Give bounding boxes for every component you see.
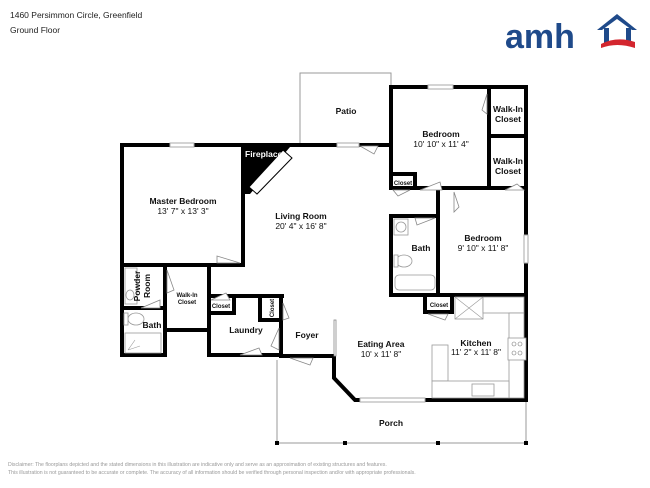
- bedroom2-label: Bedroom: [464, 233, 502, 243]
- bedroom1-dims: 10' 10" x 11' 4": [413, 139, 468, 149]
- bath2-label: Bath: [412, 243, 431, 253]
- powder-room-label-line1: Powder: [132, 270, 142, 301]
- master-bedroom-dims: 13' 7" x 13' 3": [157, 206, 208, 216]
- bedroom2-dims: 9' 10" x 11' 8": [458, 243, 509, 253]
- kitchen-label: Kitchen: [460, 338, 491, 348]
- porch-outline: [276, 360, 527, 444]
- house-roof-icon: [597, 14, 637, 30]
- window: [523, 234, 529, 264]
- foyer-label: Foyer: [295, 330, 319, 340]
- walkin1-label-line2: Closet: [495, 114, 521, 124]
- fireplace-label: Fireplace: [245, 149, 283, 159]
- bedroom1-label: Bedroom: [422, 129, 460, 139]
- walkin-master-label-line2: Closet: [178, 300, 196, 306]
- kitchen-dims: 11' 2" x 11' 8": [451, 347, 501, 357]
- window: [336, 142, 360, 148]
- eating-area-label: Eating Area: [358, 339, 405, 349]
- swoosh-icon: [601, 39, 635, 48]
- walkin2-label-line1: Walk-In: [493, 156, 523, 166]
- closet-k-label: Closet: [430, 303, 448, 309]
- disclaimer-line1: Disclaimer: The floorplans depicted and …: [8, 462, 387, 468]
- master-bedroom-label: Master Bedroom: [149, 196, 217, 206]
- logo-text: amh: [505, 18, 575, 54]
- property-address: 1460 Persimmon Circle, Greenfield: [10, 10, 143, 20]
- floor-label: Ground Floor: [10, 25, 61, 35]
- powder-room-label-line2: Room: [142, 274, 152, 299]
- closet-l1-label: Closet: [212, 304, 230, 310]
- walkin1-label-line1: Walk-In: [493, 104, 523, 114]
- window: [427, 84, 454, 90]
- window: [169, 142, 195, 148]
- laundry-label: Laundry: [229, 325, 263, 335]
- disclaimer: Disclaimer: The floorplans depicted and …: [8, 461, 416, 477]
- window: [359, 397, 426, 403]
- bath-master-label: Bath: [143, 320, 162, 330]
- amh-logo: amh: [505, 14, 637, 54]
- header: 1460 Persimmon Circle, Greenfield Ground…: [10, 8, 142, 38]
- closet-b1-label: Closet: [394, 181, 412, 187]
- living-room-dims: 20' 4" x 16' 8": [275, 221, 326, 231]
- eating-area-dims: 10' x 11' 8": [361, 349, 402, 359]
- porch-label: Porch: [379, 418, 403, 428]
- living-room-label: Living Room: [275, 211, 327, 221]
- doors: [140, 93, 526, 366]
- patio-label: Patio: [336, 106, 357, 116]
- closet-l2-label: Closet: [270, 299, 276, 317]
- walkin2-label-line2: Closet: [495, 166, 521, 176]
- fixtures: [123, 218, 527, 399]
- disclaimer-line2: This illustration is not guaranteed to b…: [8, 470, 416, 476]
- walkin-master-label-line1: Walk-In: [176, 293, 197, 299]
